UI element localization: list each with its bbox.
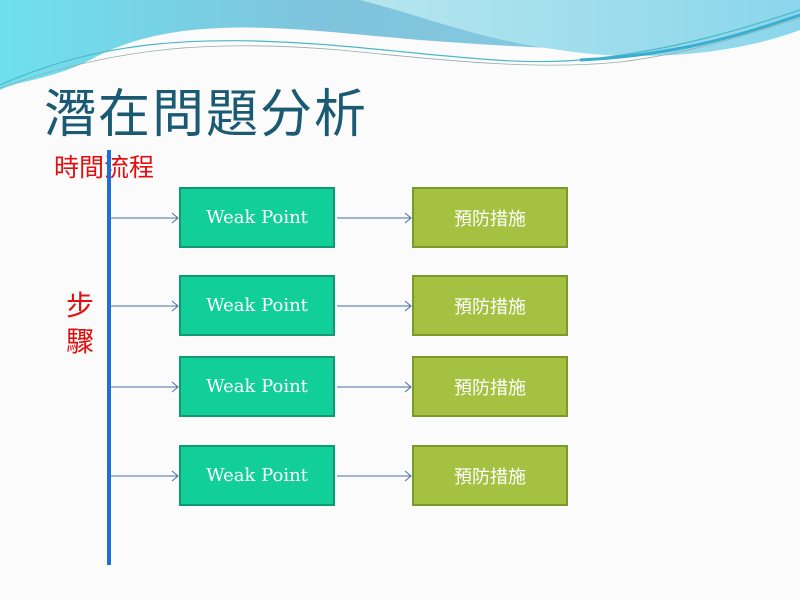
step-label: 步驟 (66, 289, 95, 358)
weak-point-box-3[interactable]: Weak Point (179, 356, 335, 417)
arrow-row-3 (111, 381, 412, 393)
wave-background (0, 0, 800, 90)
prevention-box-4[interactable]: 預防措施 (412, 445, 568, 506)
weak-point-box-4[interactable]: Weak Point (179, 445, 335, 506)
arrow-row-4 (111, 470, 412, 482)
prevention-box-1[interactable]: 預防措施 (412, 187, 568, 248)
arrow-row-2 (111, 300, 412, 312)
weak-point-box-2[interactable]: Weak Point (179, 275, 335, 336)
prevention-box-2[interactable]: 預防措施 (412, 275, 568, 336)
arrow-row-1 (111, 212, 412, 224)
weak-point-box-1[interactable]: Weak Point (179, 187, 335, 248)
prevention-box-3[interactable]: 預防措施 (412, 356, 568, 417)
slide-title: 潛在問題分析 (44, 85, 369, 145)
time-flow-label: 時間流程 (54, 153, 155, 182)
timeline-axis (107, 150, 111, 565)
